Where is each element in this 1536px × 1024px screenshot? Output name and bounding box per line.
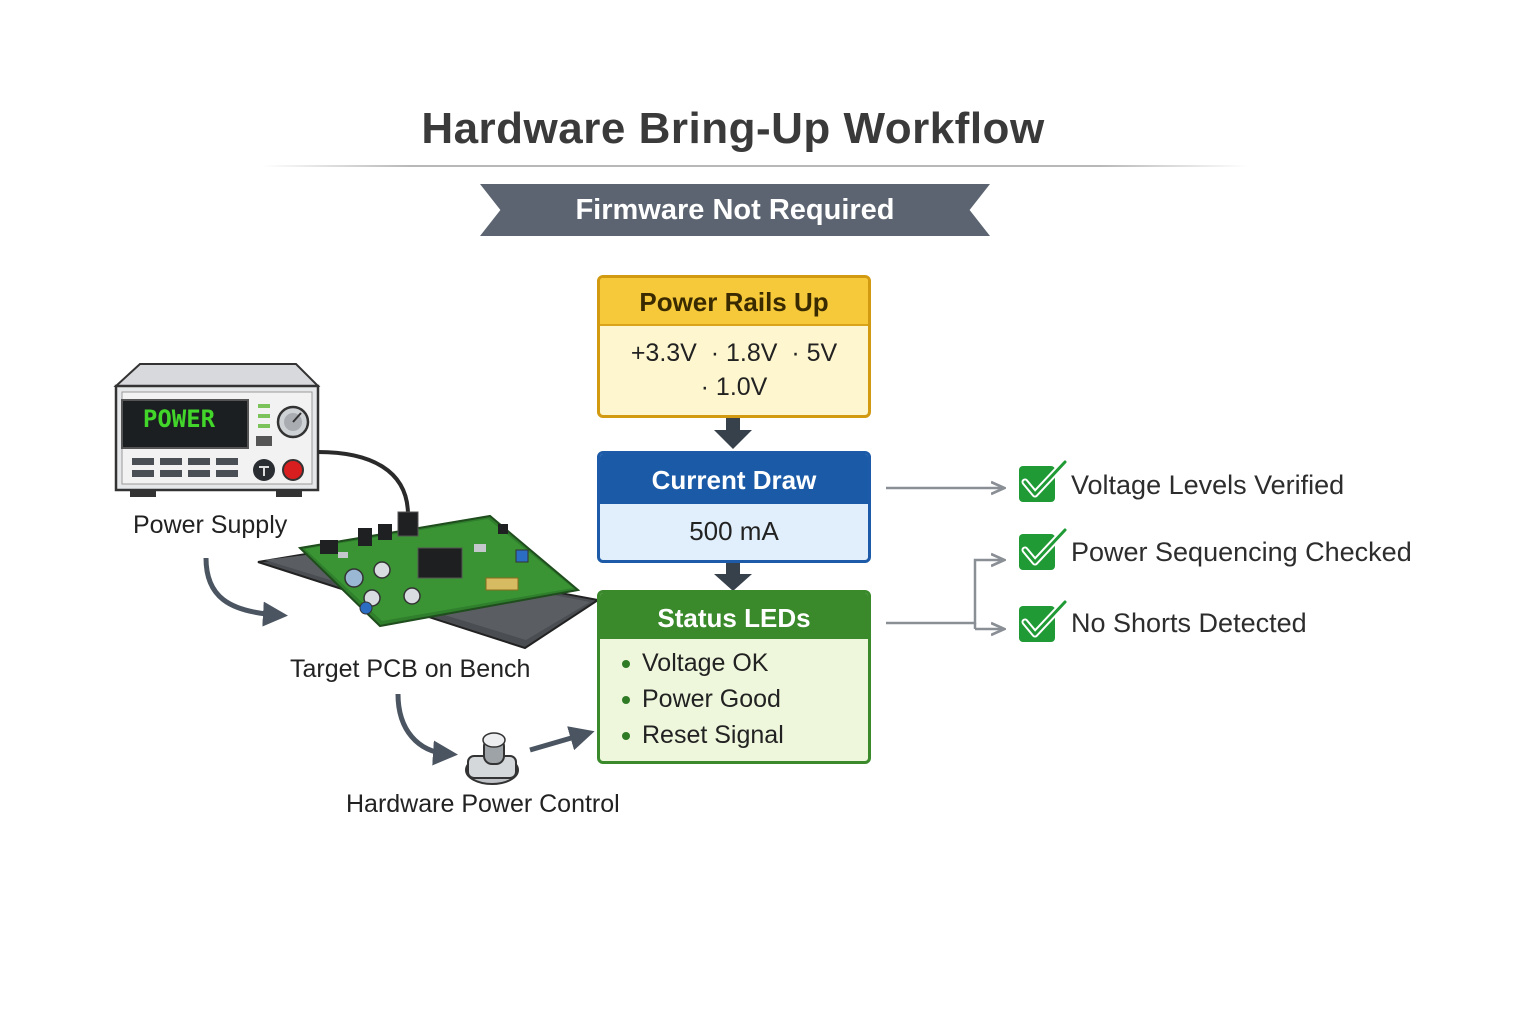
current-draw-box: Current Draw 500 mA bbox=[597, 451, 871, 563]
page-title: Hardware Bring-Up Workflow bbox=[421, 104, 1045, 153]
arrow-supply-to-pcb bbox=[203, 557, 288, 627]
list-item: Reset Signal bbox=[622, 717, 868, 753]
list-item: Power Good bbox=[622, 681, 868, 717]
check-voltage-levels: Voltage Levels Verified bbox=[1071, 470, 1345, 500]
power-control-label: Hardware Power Control bbox=[346, 790, 620, 818]
power-rails-line-1: +3.3V · 1.8V · 5V bbox=[630, 339, 838, 367]
checkmark-icon bbox=[1019, 526, 1069, 570]
arrow-pcb-to-switch bbox=[395, 693, 458, 766]
title-divider bbox=[262, 165, 1248, 167]
status-leds-heading: Status LEDs bbox=[600, 593, 868, 639]
check-no-shorts: No Shorts Detected bbox=[1071, 608, 1307, 638]
arrow-switch-to-leds bbox=[529, 726, 595, 753]
power-display-text: POWER bbox=[142, 405, 216, 433]
arrow-to-sequencing-check bbox=[886, 560, 1003, 625]
power-rails-box: Power Rails Up +3.3V · 1.8V · 5V · 1.0V bbox=[597, 275, 871, 418]
check-power-sequencing: Power Sequencing Checked bbox=[1071, 537, 1412, 567]
power-cable bbox=[317, 450, 410, 516]
pcb-board-icon bbox=[257, 511, 601, 650]
current-draw-heading: Current Draw bbox=[600, 454, 868, 504]
arrow-rails-to-current bbox=[714, 418, 752, 449]
pcb-label: Target PCB on Bench bbox=[290, 655, 531, 683]
arrow-current-to-leds bbox=[714, 563, 752, 591]
power-rails-line-2: · 1.0V bbox=[700, 373, 768, 401]
checkmark-icon bbox=[1019, 598, 1069, 642]
list-item: Voltage OK bbox=[622, 645, 868, 681]
firmware-banner: Firmware Not Required bbox=[480, 184, 990, 236]
power-supply-icon bbox=[113, 363, 321, 497]
current-draw-value: 500 mA bbox=[689, 516, 779, 546]
checkmark-icon bbox=[1019, 458, 1069, 502]
status-leds-box: Status LEDs Voltage OK Power Good Reset … bbox=[597, 590, 871, 764]
toggle-switch-icon bbox=[465, 732, 519, 785]
power-supply-label: Power Supply bbox=[133, 511, 288, 539]
power-rails-values: +3.3V · 1.8V · 5V · 1.0V bbox=[600, 326, 868, 404]
status-leds-list: Voltage OK Power Good Reset Signal bbox=[600, 645, 868, 753]
power-rails-heading: Power Rails Up bbox=[600, 278, 868, 326]
